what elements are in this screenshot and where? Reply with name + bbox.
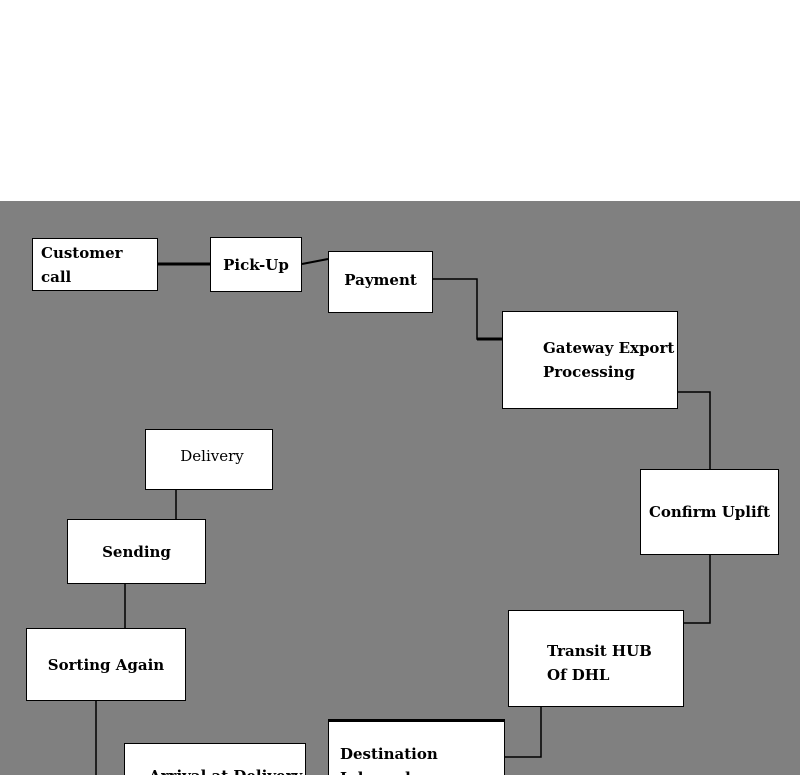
node-sending: Sending bbox=[67, 519, 206, 584]
node-customer-call: Customer call bbox=[32, 238, 158, 291]
node-delivery-label: Delivery bbox=[180, 447, 244, 465]
connector-transit-destination bbox=[505, 707, 542, 758]
connector-gateway-uplift bbox=[678, 391, 711, 469]
node-sorting-again: Sorting Again bbox=[26, 628, 186, 701]
node-confirm-uplift: Confirm Uplift bbox=[640, 469, 779, 555]
node-pick-up: Pick-Up bbox=[210, 237, 302, 292]
node-confirm-uplift-label: Confirm Uplift bbox=[648, 503, 771, 521]
connector-uplift-transit bbox=[684, 555, 711, 624]
node-payment-label: Payment bbox=[344, 271, 417, 289]
node-delivery: Delivery bbox=[145, 429, 273, 490]
node-pick-up-label: Pick-Up bbox=[223, 255, 289, 274]
node-payment: Payment bbox=[328, 251, 433, 313]
connector-lines bbox=[95, 258, 711, 775]
node-sending-label: Sending bbox=[102, 542, 171, 561]
node-arrival-delivery: Arrival at Delivery bbox=[124, 743, 306, 775]
connector-payment-gateway bbox=[433, 278, 502, 340]
node-transit-hub-label: Transit HUB Of DHL bbox=[547, 642, 652, 684]
node-gateway-export-label: Gateway Export Processing bbox=[543, 339, 675, 381]
node-transit-hub: Transit HUB Of DHL bbox=[508, 610, 684, 707]
node-sorting-again-label: Sorting Again bbox=[47, 655, 165, 674]
flowchart-canvas: Customer call Pick-Up Payment Gateway Ex… bbox=[0, 201, 800, 775]
node-customer-call-label: Customer call bbox=[41, 243, 123, 286]
node-destination-inbound-label: Destination Inbound Process bbox=[340, 745, 438, 775]
node-gateway-export: Gateway Export Processing bbox=[502, 311, 678, 409]
node-destination-inbound: Destination Inbound Process bbox=[328, 719, 505, 775]
connector-pickup-payment bbox=[301, 258, 329, 265]
node-arrival-delivery-label: Arrival at Delivery bbox=[149, 767, 302, 775]
